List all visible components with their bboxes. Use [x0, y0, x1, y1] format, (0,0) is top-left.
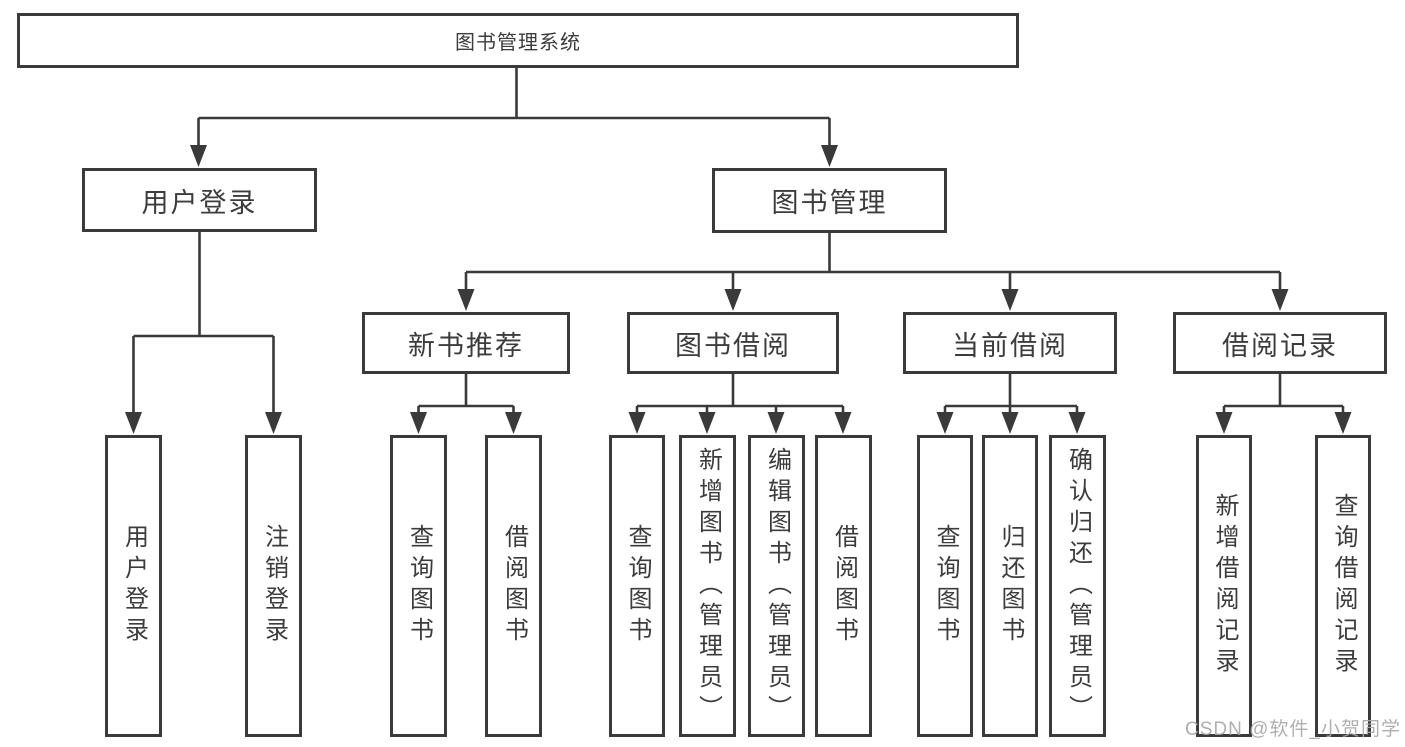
- arrowhead-icon: [1334, 412, 1352, 434]
- node-label: 当前借阅: [952, 330, 1068, 361]
- connector-current-borrowing: [943, 372, 1079, 418]
- node-label: 新增借阅记录: [1211, 493, 1238, 679]
- node-label: 查询图书: [405, 524, 433, 648]
- leaf-borrow-books-recommend: 借阅图书: [485, 435, 542, 737]
- arrowheads: [125, 145, 1352, 434]
- arrowhead-icon: [767, 412, 785, 434]
- connector-borrowing-records: [1222, 372, 1345, 418]
- node-label: 查询借阅记录: [1330, 493, 1357, 679]
- arrowhead-icon: [834, 412, 852, 434]
- arrowhead-icon: [1068, 412, 1086, 434]
- node-library-management-system: 图书管理系统: [17, 13, 1019, 68]
- arrowhead-icon: [1271, 289, 1289, 311]
- connector-new-book-recommendation: [417, 372, 515, 418]
- arrowhead-icon: [265, 412, 282, 434]
- connector-root: [197, 66, 831, 150]
- leaf-add-books-admin: 新增图书（管理员）: [679, 435, 736, 737]
- leaf-logout: 注销登录: [245, 435, 302, 737]
- node-label: 新书推荐: [408, 330, 524, 361]
- leaf-query-books-recommend: 查询图书: [390, 435, 447, 737]
- node-label: 新增图书（管理员）: [694, 446, 722, 726]
- node-label: 图书管理系统: [455, 32, 581, 54]
- node-user-login: 用户登录: [82, 168, 317, 232]
- leaf-edit-books-admin: 编辑图书（管理员）: [748, 435, 805, 737]
- node-label: 借阅图书: [830, 524, 858, 648]
- arrowhead-icon: [1215, 412, 1233, 434]
- node-label: 确认归还（管理员）: [1064, 446, 1092, 726]
- node-current-borrowing: 当前借阅: [903, 312, 1117, 374]
- arrowhead-icon: [457, 289, 475, 311]
- arrowhead-icon: [1001, 289, 1019, 311]
- leaf-return-books: 归还图书: [982, 435, 1038, 737]
- node-label: 借阅记录: [1222, 330, 1338, 361]
- node-label: 用户登录: [120, 524, 148, 648]
- node-label: 编辑图书（管理员）: [763, 446, 791, 726]
- arrowhead-icon: [190, 145, 207, 167]
- leaf-query-books-borrowing: 查询图书: [609, 435, 665, 737]
- connector-book-management: [464, 231, 1282, 296]
- node-label: 图书借阅: [675, 330, 791, 361]
- leaf-add-borrow-record: 新增借阅记录: [1196, 435, 1252, 737]
- connector-user-login: [132, 230, 275, 418]
- csdn-watermark: CSDN @软件_小贺同学: [1185, 719, 1401, 740]
- node-label: 查询图书: [932, 524, 959, 648]
- node-book-management: 图书管理: [712, 168, 947, 233]
- arrowhead-icon: [698, 412, 716, 434]
- node-borrowing-records: 借阅记录: [1173, 312, 1387, 374]
- node-label: 用户登录: [141, 187, 258, 218]
- connector-book-borrowing: [635, 372, 845, 418]
- arrowhead-icon: [821, 145, 838, 167]
- arrowhead-icon: [1001, 412, 1019, 434]
- arrowhead-icon: [410, 412, 427, 434]
- arrowhead-icon: [724, 289, 742, 311]
- node-label: 图书管理: [771, 188, 888, 218]
- arrowhead-icon: [628, 412, 646, 434]
- arrowhead-icon: [936, 412, 954, 434]
- arrowhead-icon: [505, 412, 522, 434]
- leaf-query-borrow-record: 查询借阅记录: [1315, 435, 1371, 737]
- node-book-borrowing: 图书借阅: [627, 312, 839, 374]
- node-label: 注销登录: [260, 524, 288, 648]
- arrowhead-icon: [125, 412, 142, 434]
- leaf-user-login: 用户登录: [105, 435, 162, 737]
- node-label: 归还图书: [997, 524, 1024, 648]
- node-label: 借阅图书: [500, 524, 528, 648]
- node-new-book-recommendation: 新书推荐: [362, 312, 570, 374]
- leaf-borrow-books-borrowing: 借阅图书: [815, 435, 872, 737]
- leaf-confirm-return-admin: 确认归还（管理员）: [1049, 435, 1106, 737]
- leaf-query-books-current: 查询图书: [917, 435, 973, 737]
- node-label: 查询图书: [624, 524, 651, 648]
